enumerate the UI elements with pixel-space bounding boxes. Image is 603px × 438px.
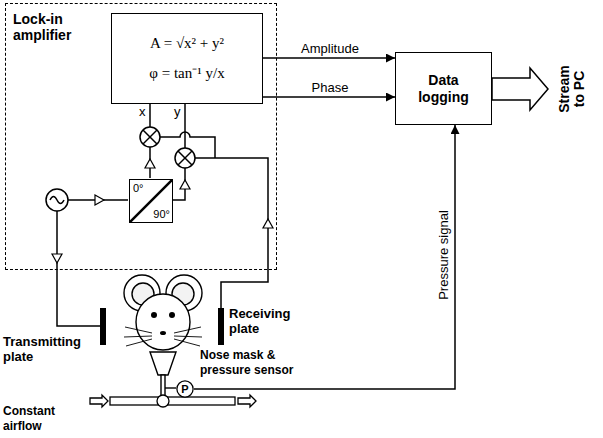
airflow-pipe bbox=[90, 395, 256, 407]
phase-shifter: 0° 90° bbox=[129, 179, 173, 223]
output-label: Stream to PC bbox=[557, 58, 587, 120]
signal-arrow bbox=[263, 57, 395, 59]
node-text: A = √x² + y² bbox=[150, 35, 224, 52]
output-arrow bbox=[492, 68, 548, 110]
signal-triangles bbox=[52, 159, 273, 263]
part-label: Nose mask & pressure sensor bbox=[200, 348, 312, 378]
formula-box: A = √x² + y² φ = tan⁻¹ y/x bbox=[111, 13, 263, 104]
node-text: P bbox=[181, 384, 188, 395]
signal-name: y bbox=[174, 104, 184, 119]
node-text: φ = tan⁻¹ y/x bbox=[149, 62, 224, 82]
region-title: Lock-in amplifier bbox=[13, 11, 91, 43]
part-label: Constant airflow bbox=[3, 404, 83, 434]
mouse-illustration bbox=[124, 275, 202, 350]
part-label: Transmitting plate bbox=[3, 334, 95, 364]
node-text: 0° bbox=[133, 182, 144, 194]
process-box: Data logging bbox=[395, 52, 492, 125]
edge-label: Amplitude bbox=[299, 41, 361, 56]
part-label: Receiving plate bbox=[229, 306, 299, 336]
wires bbox=[57, 103, 268, 326]
signal-arrow bbox=[263, 96, 395, 98]
mixer-symbol bbox=[140, 127, 195, 168]
node-text: 90° bbox=[153, 208, 170, 220]
signal-name: x bbox=[139, 104, 149, 119]
edge-label: Phase bbox=[310, 80, 351, 95]
oscillator-symbol bbox=[46, 189, 68, 211]
lock-in-amplifier-region: A = √x² + y² φ = tan⁻¹ y/x 0° 90° Lock-in am… bbox=[5, 3, 277, 270]
nose-mask bbox=[150, 352, 176, 397]
pressure-sensor-circle: P bbox=[176, 380, 194, 398]
edge-label: Pressure signal bbox=[436, 208, 451, 302]
node-text: Data logging bbox=[408, 72, 480, 106]
signal-arrow bbox=[194, 125, 455, 389]
